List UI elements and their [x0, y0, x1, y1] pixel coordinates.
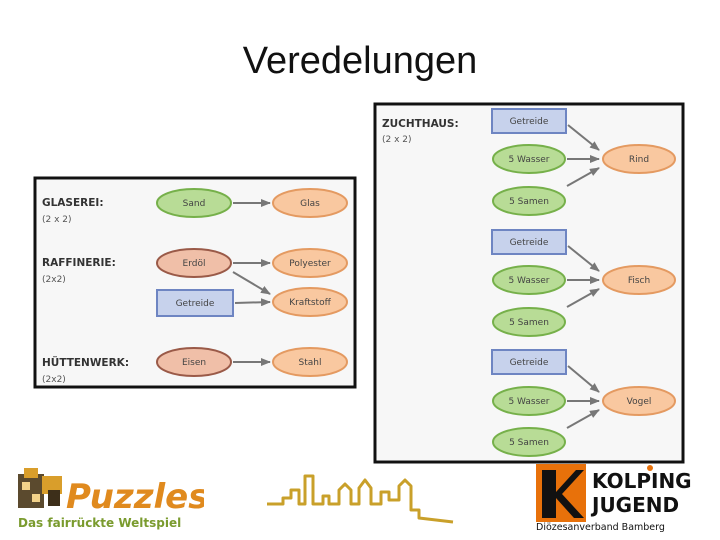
- node-stahl: [272, 347, 348, 377]
- node-wasser-3-label: 5 Wasser: [508, 397, 549, 407]
- city-skyline-icon: [267, 474, 454, 524]
- node-vogel-label: Vogel: [627, 397, 652, 407]
- section-sub-huettenwerk: (2x2): [42, 375, 66, 385]
- node-polyester: [272, 248, 348, 278]
- puzzles-logo: Puzzles Das fairrückte Weltspiel: [18, 468, 204, 530]
- zucht-group-fisch: Getreide 5 Wasser 5 Samen Fisch: [491, 229, 676, 337]
- puzzle-figure-icon: [18, 468, 62, 508]
- node-wasser-1: [492, 144, 566, 174]
- zucht-group-vogel: Getreide 5 Wasser 5 Samen Vogel: [491, 349, 676, 457]
- node-kraftstoff-label: Kraftstoff: [289, 298, 331, 308]
- arrow-samen-vogel: [566, 409, 600, 429]
- section-sub-raffinerie: (2x2): [42, 275, 66, 285]
- node-polyester-label: Polyester: [289, 259, 331, 269]
- arrow-samen-rind: [566, 167, 600, 187]
- arrow-getreide-kraftstoff: [234, 298, 271, 307]
- zucht-group-rind: Getreide 5 Wasser 5 Samen Rind: [491, 108, 676, 216]
- node-sand: [156, 188, 232, 218]
- puzzles-word: Puzzles: [66, 477, 204, 517]
- section-sub-zuchthaus: (2 x 2): [382, 135, 412, 145]
- arrow-samen-fisch: [566, 288, 600, 308]
- node-samen-3: [492, 427, 566, 457]
- kolping-tagline: Diözesanverband Bamberg: [536, 522, 665, 533]
- node-rind: [602, 144, 676, 174]
- arrow-getreide-fisch: [567, 245, 600, 272]
- page-title: Veredelungen: [242, 40, 478, 82]
- kolping-line2: JUGEND: [590, 493, 679, 517]
- section-label-zuchthaus: ZUCHTHAUS:: [382, 118, 459, 130]
- kolping-dot-icon: [647, 465, 653, 471]
- node-samen-3-label: 5 Samen: [509, 438, 549, 448]
- node-getreide-2: [491, 229, 567, 255]
- left-panel: GLASEREI: (2 x 2) RAFFINERIE: (2x2) HÜTT…: [33, 176, 357, 389]
- kolping-mark-icon: [536, 464, 586, 522]
- node-wasser-2: [492, 265, 566, 295]
- node-wasser-2-label: 5 Wasser: [508, 276, 549, 286]
- node-getreide: [156, 289, 234, 317]
- node-glas: [272, 188, 348, 218]
- node-getreide-1-label: Getreide: [510, 117, 549, 127]
- kolping-jugend-logo: KOLPING JUGEND Diözesanverband Bamberg: [536, 464, 692, 533]
- section-label-glaserei: GLASEREI:: [42, 197, 104, 209]
- kolping-line1: KOLPING: [592, 469, 692, 493]
- node-erdoel: [156, 248, 232, 278]
- node-kraftstoff: [272, 287, 348, 317]
- right-panel: ZUCHTHAUS: (2 x 2) Getreide 5 Wasser 5 S…: [373, 102, 685, 464]
- node-getreide-3-label: Getreide: [510, 358, 549, 368]
- node-stahl-label: Stahl: [299, 358, 322, 368]
- node-getreide-3: [491, 349, 567, 375]
- node-fisch: [602, 265, 676, 295]
- node-samen-1: [492, 186, 566, 216]
- node-rind-label: Rind: [629, 155, 649, 165]
- puzzles-tagline: Das fairrückte Weltspiel: [18, 516, 181, 530]
- arrow-getreide-rind: [567, 124, 600, 151]
- node-getreide-2-label: Getreide: [510, 238, 549, 248]
- arrow-getreide-vogel: [567, 365, 600, 393]
- node-erdoel-label: Erdöl: [183, 259, 206, 269]
- node-samen-2: [492, 307, 566, 337]
- node-glas-label: Glas: [300, 199, 320, 209]
- section-sub-glaserei: (2 x 2): [42, 215, 72, 225]
- node-eisen: [156, 347, 232, 377]
- node-samen-1-label: 5 Samen: [509, 197, 549, 207]
- node-sand-label: Sand: [183, 199, 206, 209]
- node-vogel: [602, 386, 676, 416]
- node-fisch-label: Fisch: [628, 276, 650, 286]
- node-wasser-3: [492, 386, 566, 416]
- skyline-logo: [267, 474, 454, 524]
- arrow-erdoel-kraftstoff: [232, 271, 271, 295]
- node-getreide-1: [491, 108, 567, 134]
- node-eisen-label: Eisen: [182, 358, 206, 368]
- section-label-raffinerie: RAFFINERIE:: [42, 257, 116, 269]
- node-samen-2-label: 5 Samen: [509, 318, 549, 328]
- node-wasser-1-label: 5 Wasser: [508, 155, 549, 165]
- section-label-huettenwerk: HÜTTENWERK:: [42, 355, 129, 369]
- node-getreide-label: Getreide: [176, 299, 215, 309]
